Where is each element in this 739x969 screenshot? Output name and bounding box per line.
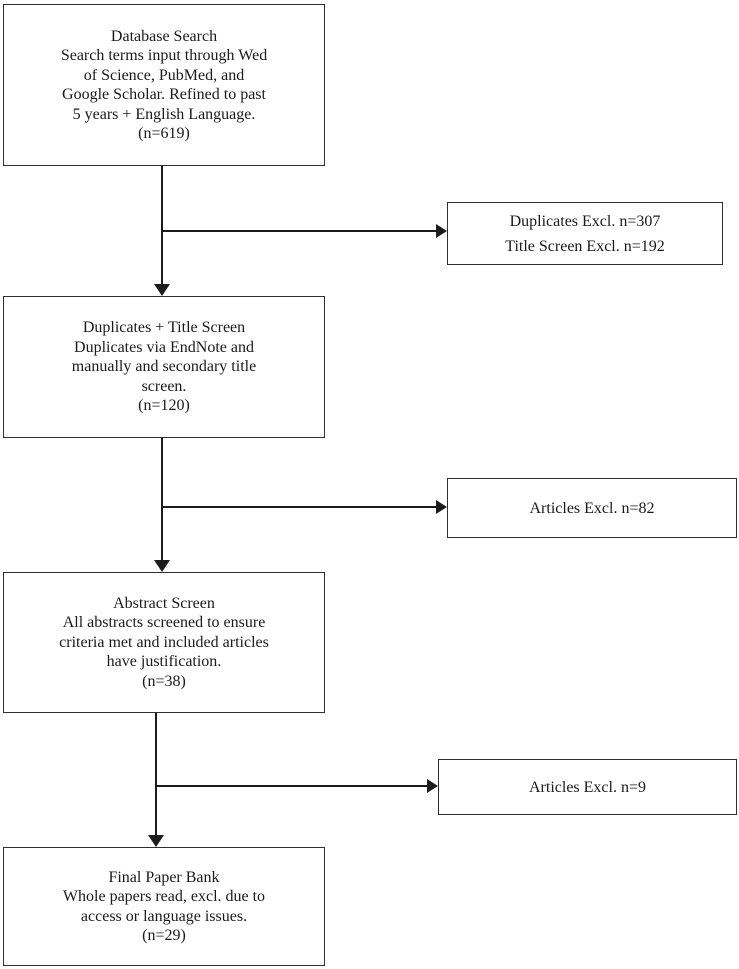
arrow-line-branch-articles-excluded-abstract [162,506,436,508]
arrow-line-database-to-duplicates [161,166,163,284]
flow-box-duplicates-title-screen: Duplicates + Title Screen Duplicates via… [3,296,325,438]
flow-box-database-search: Database Search Search terms input throu… [3,4,325,166]
arrowhead-down-to-duplicates [154,284,170,296]
flow-box-final-paper-bank-text: Final Paper Bank Whole papers read, excl… [62,868,266,945]
flow-box-final-paper-bank: Final Paper Bank Whole papers read, excl… [3,847,325,966]
arrow-line-abstract-to-final [155,713,157,835]
arrowhead-right-to-duplicates-excluded [436,224,447,238]
arrowhead-right-to-articles-excluded-full-text [427,779,438,793]
flow-box-articles-excluded-abstract: Articles Excl. n=82 [447,478,737,538]
arrow-line-branch-duplicates-excluded [162,230,436,232]
arrowhead-right-to-articles-excluded-abstract [436,500,447,514]
flow-box-articles-excluded-abstract-text: Articles Excl. n=82 [529,499,655,517]
arrowhead-down-to-final [148,835,164,847]
arrowhead-down-to-abstract [154,560,170,572]
flow-box-duplicates-excluded: Duplicates Excl. n=307 Title Screen Excl… [447,202,723,265]
flow-box-database-search-text: Database Search Search terms input throu… [60,27,268,143]
flow-box-abstract-screen: Abstract Screen All abstracts screened t… [3,572,325,713]
flow-box-duplicates-title-screen-text: Duplicates + Title Screen Duplicates via… [71,319,257,415]
arrow-line-branch-articles-excluded-full-text [156,785,427,787]
flow-box-abstract-screen-text: Abstract Screen All abstracts screened t… [59,594,269,690]
flow-box-articles-excluded-full-text-text: Articles Excl. n=9 [529,778,646,796]
flow-box-duplicates-excluded-text: Duplicates Excl. n=307 Title Screen Excl… [505,212,665,255]
arrow-line-duplicates-to-abstract [161,438,163,560]
flow-box-articles-excluded-full-text: Articles Excl. n=9 [438,759,737,815]
